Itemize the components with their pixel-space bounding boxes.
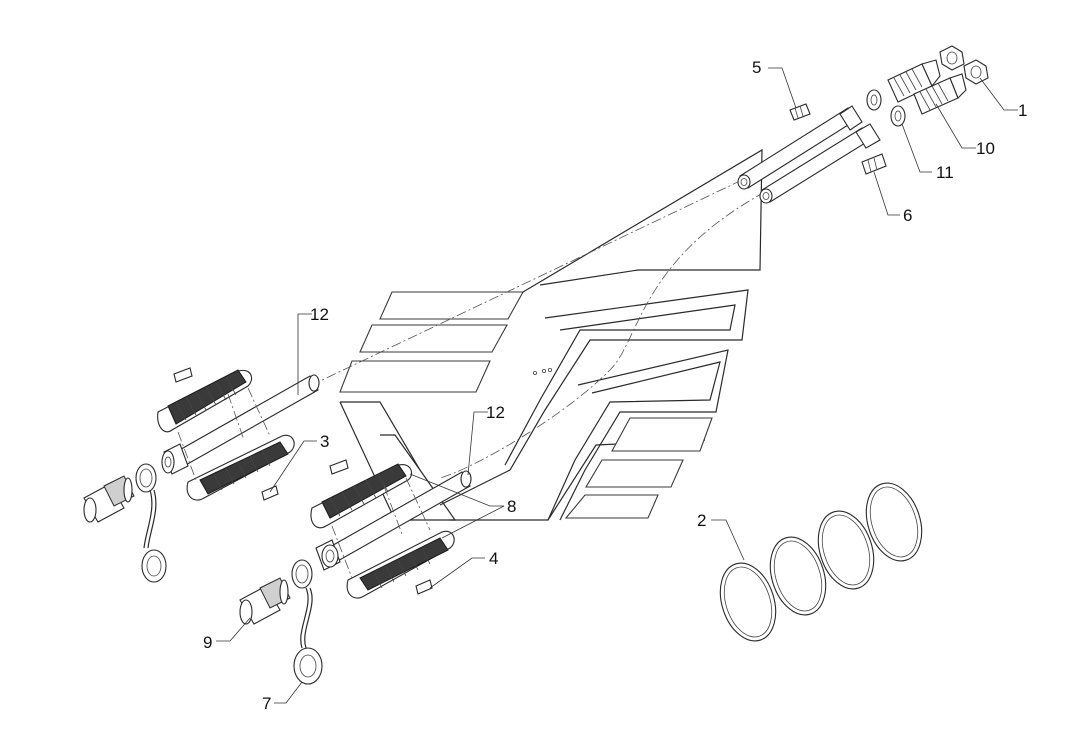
fittings-top-right [866, 45, 989, 127]
callout-4: 4 [489, 549, 498, 568]
callout-9: 9 [203, 633, 212, 652]
callout-12-lower: 12 [486, 403, 505, 422]
callout-7: 7 [262, 694, 271, 713]
callout-5: 5 [752, 58, 761, 77]
clip-item-5 [789, 103, 811, 121]
callout-11: 11 [936, 163, 954, 182]
callout-labels: 5 1 10 11 6 12 3 12 8 4 9 7 2 [203, 58, 1027, 713]
callout-2: 2 [697, 511, 706, 530]
callout-6: 6 [903, 206, 912, 225]
callout-8: 8 [507, 497, 516, 516]
right-hose-assembly [239, 459, 472, 685]
leader-lines [216, 67, 1018, 704]
callout-12-upper: 12 [310, 305, 329, 324]
left-hose-assembly [83, 367, 320, 583]
decal-panel-group [339, 148, 763, 521]
long-hose-upper [737, 105, 881, 204]
callout-3: 3 [320, 432, 329, 451]
hose-clamps [719, 482, 923, 642]
clip-item-6 [861, 153, 887, 175]
callout-1: 1 [1018, 101, 1027, 120]
callout-10: 10 [976, 139, 995, 158]
